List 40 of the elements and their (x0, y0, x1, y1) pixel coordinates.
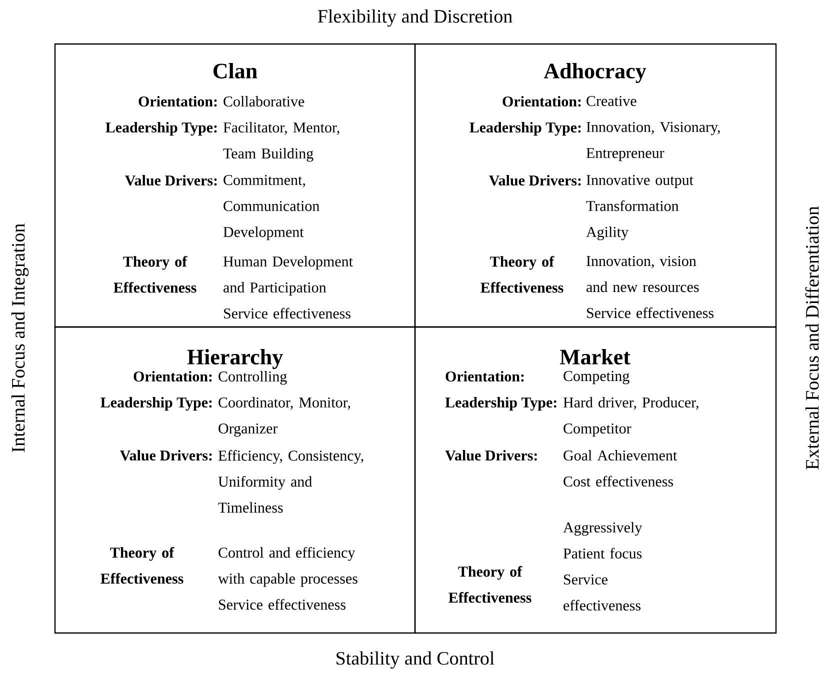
field-value: Innovation, Visionary, Entrepreneur (586, 122, 720, 162)
field-value: Aggressively Patient focus Service effectiveness (563, 522, 642, 611)
field-value: Collaborative (224, 96, 304, 107)
field-label: Leadership Type: (106, 122, 217, 136)
field-value: Facilitator, Mentor, Team Building (223, 122, 340, 162)
field-label: Theory of Effectiveness (448, 566, 532, 603)
field-value: Coordinator, Monitor, Organizer (218, 397, 350, 437)
field-label: Theory of Effectiveness (480, 256, 564, 293)
field-label: Orientation: (502, 96, 581, 107)
field-value: Hard driver, Producer, Competitor (563, 397, 698, 437)
axis-label: Flexibility and Discretion (318, 9, 512, 27)
field-label: Theory of Effectiveness (114, 256, 196, 293)
field-label: Value Drivers: (120, 450, 212, 461)
field-value: Competing (564, 371, 630, 384)
field-label: Theory of Effectiveness (100, 547, 184, 584)
axis-label: Internal Focus and Integration (11, 224, 29, 452)
quadrant-title: Adhocracy (544, 63, 646, 84)
field-value: Creative (586, 96, 636, 106)
field-label: Orientation: (134, 371, 212, 382)
field-label: Orientation: (138, 96, 217, 107)
field-label: Leadership Type: (470, 122, 581, 136)
field-value: Efficiency, Consistency, Uniformity and Timeliness (218, 450, 364, 513)
field-label: Value Drivers: (125, 175, 217, 186)
field-label: Value Drivers: (489, 175, 581, 186)
quadrant-title: Hierarchy (187, 349, 283, 370)
field-value: Goal Achievement Cost effectiveness (564, 450, 678, 487)
field-value: Innovation, vision and new resources Service effectiveness (586, 256, 714, 318)
axis-label: Stability and Control (336, 651, 494, 669)
field-label: Leadership Type: (100, 397, 212, 411)
field-value: Commitment, Communication Development (223, 175, 320, 240)
field-value: Innovative output Transformation Agility (586, 175, 694, 240)
quadrant-title: Clan (213, 63, 258, 78)
field-label: Value Drivers: (445, 450, 537, 461)
field-label: Orientation: (446, 371, 524, 382)
field-value: Human Development and Participation Service effectiveness (223, 256, 353, 319)
quadrant-title: Market (560, 349, 630, 364)
axis-label: External Focus and Differentiation (805, 206, 819, 470)
field-value: Control and efficiency with capable processes Service effectiveness (218, 547, 358, 610)
field-value: Controlling (218, 371, 287, 385)
field-label: Leadership Type: (445, 397, 556, 411)
